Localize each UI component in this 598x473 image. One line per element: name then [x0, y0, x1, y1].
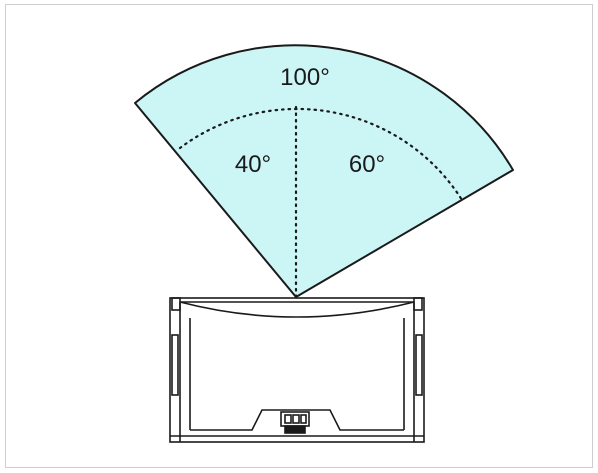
viewing-sector [134, 44, 514, 298]
inner-angle-arc [178, 107, 464, 202]
total-angle-label: 100° [280, 64, 330, 91]
right-angle-label: 60° [349, 151, 385, 178]
device-top-view [169, 297, 425, 443]
left-angle-label: 40° [235, 151, 271, 178]
